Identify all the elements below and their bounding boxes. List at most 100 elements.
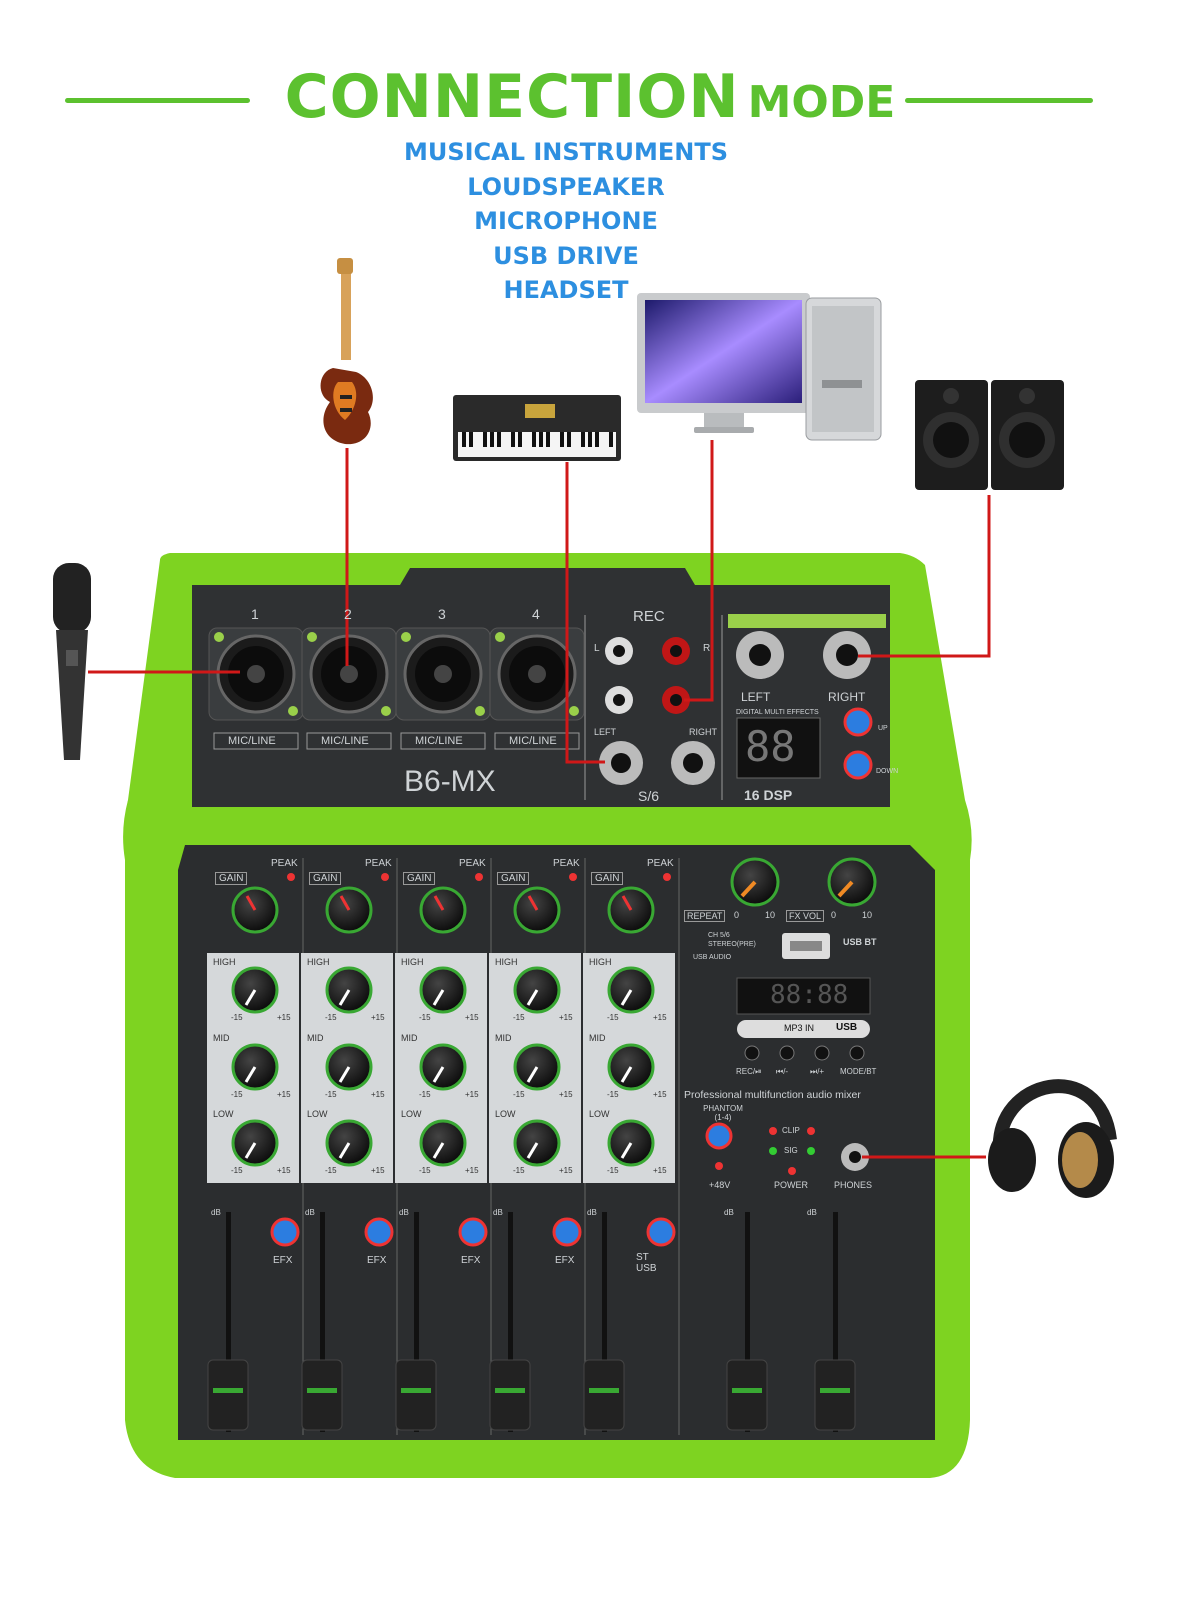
mp3in-label: MP3 IN — [784, 1023, 815, 1033]
efx-button-3[interactable] — [458, 1217, 488, 1247]
efx-button-2[interactable] — [364, 1217, 394, 1247]
eq-min-3-1: -15 — [419, 1090, 431, 1099]
rec-l-label: L — [594, 643, 600, 654]
player-display: 88:88 — [770, 980, 849, 1010]
eq-min-5-1: -15 — [607, 1090, 619, 1099]
usb-audio-label: USB AUDIO — [693, 954, 732, 961]
xlr-input-3[interactable] — [395, 627, 491, 750]
fader-2[interactable] — [301, 1359, 343, 1431]
list-item-loudspeaker: LOUDSPEAKER — [467, 172, 665, 201]
main-out-right-label: RIGHT — [828, 690, 866, 704]
player-button-2[interactable] — [779, 1045, 795, 1061]
repeat-min: 0 — [734, 910, 740, 920]
fader-4[interactable] — [489, 1359, 531, 1431]
main-out-left-label: LEFT — [741, 690, 771, 704]
list-item-headset: HEADSET — [503, 276, 629, 304]
master-section — [705, 857, 877, 1175]
channel-strip-2 — [301, 858, 398, 1435]
eq-max-5-2: +15 — [653, 1166, 667, 1175]
rec-rca-jacks[interactable] — [605, 637, 690, 714]
effects-down-button[interactable] — [843, 750, 873, 780]
low-label-5: LOW — [589, 1109, 610, 1119]
power-label: POWER — [774, 1180, 809, 1190]
input-jacks[interactable] — [208, 627, 585, 750]
title-rule-left — [65, 98, 250, 103]
eq-max-1-1: +15 — [277, 1090, 291, 1099]
computer-icon — [637, 293, 882, 441]
effects-display: 88 — [745, 722, 796, 771]
eq-max-3-0: +15 — [465, 1013, 479, 1022]
fader-1[interactable] — [207, 1359, 249, 1431]
peak-label-5: PEAK — [647, 858, 674, 869]
player-button-1[interactable] — [744, 1045, 760, 1061]
gain-label-1: GAIN — [215, 872, 248, 885]
up-label: UP — [878, 725, 888, 732]
repeat-label: REPEAT — [684, 910, 726, 922]
xlr-input-4[interactable] — [489, 627, 585, 750]
model-name: B6-MX — [404, 765, 496, 798]
high-label-3: HIGH — [401, 957, 424, 967]
fader-5[interactable] — [583, 1359, 625, 1431]
eq-min-1-1: -15 — [231, 1090, 243, 1099]
dsp-label: 16 DSP — [744, 787, 793, 803]
quarter-inch-jacks[interactable] — [599, 631, 871, 1171]
effects-title: DIGITAL MULTI EFFECTS — [736, 709, 819, 716]
gain-label-4: GAIN — [497, 872, 530, 885]
player-button-4[interactable] — [849, 1045, 865, 1061]
mid-label-1: MID — [213, 1033, 230, 1043]
eq-min-2-2: -15 — [325, 1166, 337, 1175]
low-label-4: LOW — [495, 1109, 516, 1119]
fader-3[interactable] — [395, 1359, 437, 1431]
channel-number-4: 4 — [532, 606, 540, 622]
player-button-3[interactable] — [814, 1045, 830, 1061]
low-label-3: LOW — [401, 1109, 422, 1119]
speakers-icon — [915, 380, 1064, 490]
db-label-3: dB — [399, 1208, 409, 1217]
headphones-icon — [988, 1079, 1117, 1198]
ch56-label: CH 5/6 — [708, 932, 730, 939]
eq-min-5-0: -15 — [607, 1013, 619, 1022]
eq-max-3-2: +15 — [465, 1166, 479, 1175]
usb-label: USB — [836, 1022, 858, 1033]
eq-max-1-0: +15 — [277, 1013, 291, 1022]
efx-button-5[interactable] — [646, 1217, 676, 1247]
plus48v-label: +48V — [709, 1180, 731, 1190]
eq-max-2-1: +15 — [371, 1090, 385, 1099]
peak-label-4: PEAK — [553, 858, 580, 869]
title-sub: MODE — [747, 77, 896, 128]
xlr-input-1[interactable] — [208, 627, 304, 750]
channel-strip-3 — [395, 858, 492, 1435]
db-label-2: dB — [305, 1208, 315, 1217]
mid-label-5: MID — [589, 1033, 606, 1043]
rec-label: REC — [633, 608, 665, 625]
efx-button-4[interactable] — [552, 1217, 582, 1247]
down-label: DOWN — [876, 768, 899, 775]
low-label-2: LOW — [307, 1109, 328, 1119]
eq-knob-mid-1[interactable] — [231, 1043, 279, 1091]
eq-knob-low-1[interactable] — [231, 1119, 279, 1167]
peak-label-1: PEAK — [271, 858, 298, 869]
db-label-5: dB — [587, 1208, 597, 1217]
eq-min-1-2: -15 — [231, 1166, 243, 1175]
channel-strip-1 — [207, 858, 304, 1435]
effects-up-button[interactable] — [843, 707, 873, 737]
s6-label: S/6 — [638, 788, 660, 804]
efx-button-1[interactable] — [270, 1217, 300, 1247]
mid-label-3: MID — [401, 1033, 418, 1043]
master-fader-1[interactable] — [726, 1212, 768, 1432]
list-item-usb-drive: USB DRIVE — [493, 241, 639, 270]
mic-line-label-1: MIC/LINE — [228, 735, 276, 747]
eq-knob-high-1[interactable] — [231, 966, 279, 1014]
high-label-1: HIGH — [213, 957, 236, 967]
eq-max-4-0: +15 — [559, 1013, 573, 1022]
phantom-button[interactable] — [705, 1122, 733, 1150]
eq-max-5-0: +15 — [653, 1013, 667, 1022]
xlr-input-2[interactable] — [301, 627, 397, 750]
low-label-1: LOW — [213, 1109, 234, 1119]
eq-max-2-2: +15 — [371, 1166, 385, 1175]
player-label-1: REC/⏯ — [736, 1067, 762, 1076]
peak-label-2: PEAK — [365, 858, 392, 869]
master-fader-2[interactable] — [814, 1212, 856, 1432]
microphone-icon — [53, 563, 91, 760]
